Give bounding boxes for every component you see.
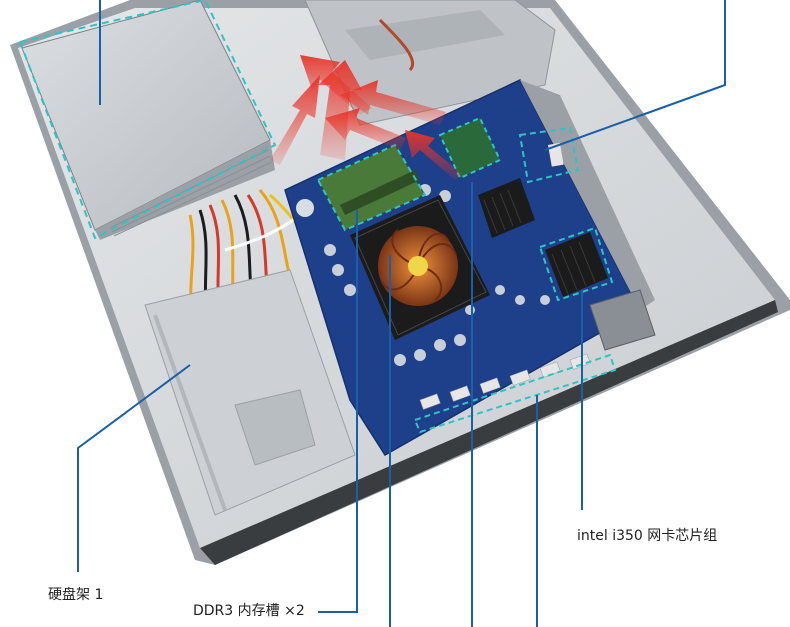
rear-connector-block bbox=[518, 126, 580, 184]
psu-highlight bbox=[18, 0, 277, 240]
hdd-bracket-plate bbox=[144, 269, 356, 516]
airflow-arrows bbox=[270, 55, 462, 180]
arrow-up-icon bbox=[340, 80, 446, 125]
mpcie-card bbox=[438, 116, 502, 180]
nic-chipset-label: intel i350 网卡芯片组 bbox=[577, 528, 718, 544]
ddr3-slots-label: DDR3 内存槽 ×2 bbox=[193, 603, 305, 619]
leader-line-rear-io bbox=[544, 0, 726, 151]
leader-line-hdd bbox=[77, 364, 191, 572]
callout-leader-lines bbox=[77, 0, 726, 627]
chipset-heatsink-1 bbox=[478, 178, 535, 238]
hdd-bracket-label: 硬盘架 1 bbox=[48, 587, 104, 603]
arrow-up-icon bbox=[325, 108, 406, 150]
power-supply bbox=[18, 0, 277, 240]
arrow-up-icon bbox=[405, 130, 462, 180]
ddr3-ram-module bbox=[316, 143, 427, 232]
nic-chipset-heatsink bbox=[538, 226, 614, 302]
leader-line-ddr3 bbox=[318, 210, 358, 613]
cpu-cooler bbox=[350, 195, 490, 340]
arrow-up-icon bbox=[270, 75, 320, 165]
